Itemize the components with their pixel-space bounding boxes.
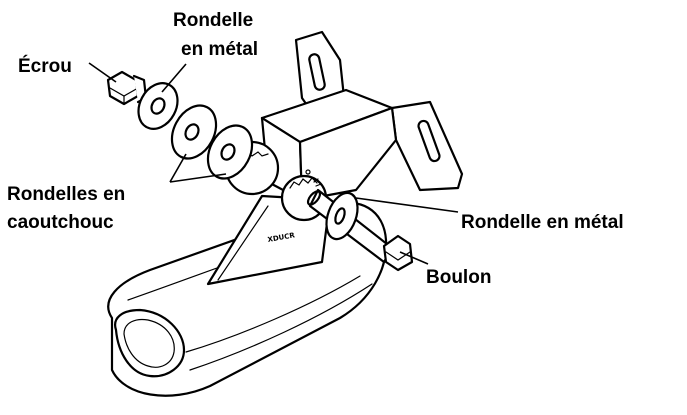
nut-part xyxy=(106,70,148,106)
label-rubber-washers-line1: Rondelles en xyxy=(7,184,125,205)
label-metal-washer-right: Rondelle en métal xyxy=(461,212,624,233)
label-metal-washer-top-line2: en métal xyxy=(181,39,258,60)
rubber-washer-1 xyxy=(170,104,218,160)
metal-washer-top-part xyxy=(137,82,179,130)
metal-washer-right-part xyxy=(325,191,359,241)
label-bolt: Boulon xyxy=(426,267,491,288)
label-nut: Écrou xyxy=(18,55,72,77)
rubber-washer-2 xyxy=(206,124,254,180)
mounting-bracket xyxy=(224,30,464,222)
label-rubber-washers-line2: caoutchouc xyxy=(7,212,114,233)
leader-lines xyxy=(88,62,459,265)
label-metal-washer-top-line1: Rondelle xyxy=(173,10,253,31)
